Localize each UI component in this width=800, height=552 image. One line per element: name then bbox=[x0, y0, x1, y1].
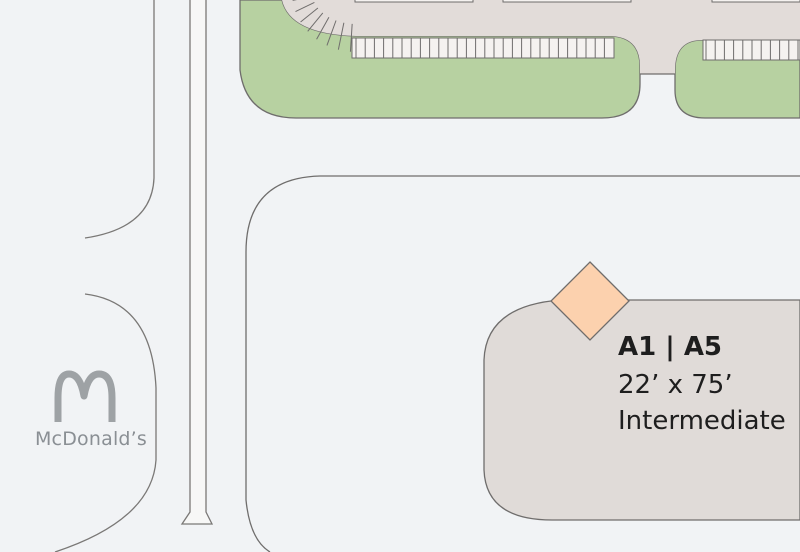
unit-type: Intermediate bbox=[618, 406, 786, 436]
unit-id: A1 | A5 bbox=[618, 332, 723, 362]
parking-stalls-top bbox=[354, 0, 800, 3]
diamond-marker-icon bbox=[550, 261, 630, 341]
unit-size: 22’ x 75’ bbox=[618, 370, 733, 400]
building-pad bbox=[483, 299, 800, 521]
parking-stall-line bbox=[300, 7, 319, 23]
parking-stall-line bbox=[307, 12, 324, 32]
tenant-name-label: McDonald’s bbox=[34, 428, 148, 450]
parking-stall-line bbox=[316, 16, 330, 40]
parking-stall-line bbox=[337, 22, 345, 50]
parking-stall-line bbox=[349, 23, 353, 52]
parking-stalls-bottom bbox=[351, 37, 615, 59]
road-edge-lower-left bbox=[54, 293, 157, 552]
unit-info-label: A1 | A5 22’ x 75’ Intermediate bbox=[618, 330, 800, 438]
parking-stall-line bbox=[326, 20, 337, 46]
parking-stall-line bbox=[295, 1, 315, 12]
parking-stalls-right bbox=[702, 39, 800, 61]
road-edge-upper-left bbox=[84, 0, 155, 239]
parking-lot bbox=[282, 0, 800, 74]
road-median bbox=[180, 0, 214, 525]
parking-stalls-curve bbox=[292, 0, 353, 52]
golden-arches-icon bbox=[54, 370, 116, 422]
site-boundary bbox=[245, 175, 800, 552]
